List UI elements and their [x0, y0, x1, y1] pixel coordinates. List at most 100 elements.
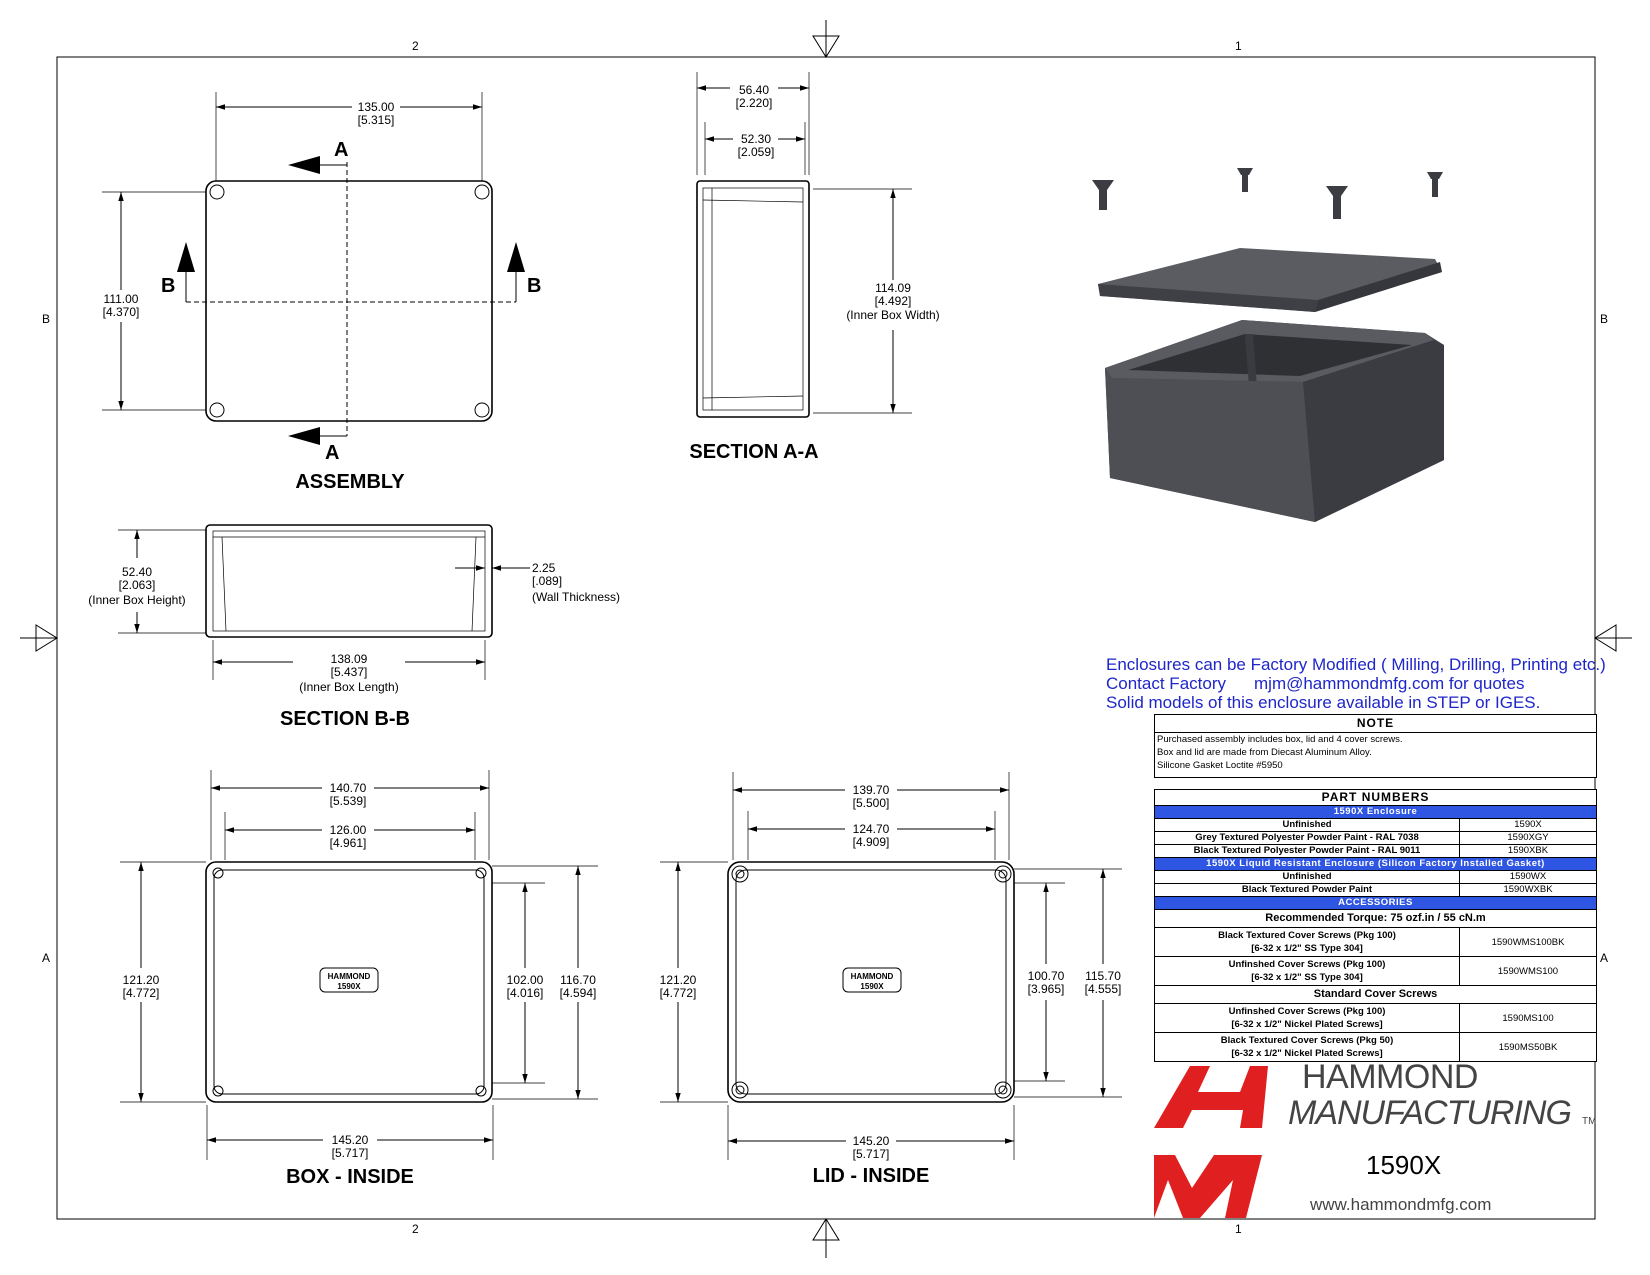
part-numbers-table: PART NUMBERS 1590X Enclosure Unfinished …	[1154, 789, 1597, 1062]
section-aa-view	[696, 72, 912, 418]
zone-label-bottom-2: 2	[412, 1222, 419, 1236]
lid-inside-h-in-in: [3.965]	[1028, 982, 1065, 996]
box-inside-title: BOX - INSIDE	[286, 1166, 414, 1188]
part-desc: Black Textured Cover Screws (Pkg 100)	[1218, 930, 1396, 941]
part-desc: Unfinished	[1155, 819, 1460, 831]
box-inside-w2-in: [4.961]	[330, 836, 367, 850]
part-number: 1590WX	[1509, 871, 1547, 882]
section-aa-inner-dim: 52.30	[741, 132, 771, 146]
section-aa-width-in: [4.492]	[875, 294, 912, 308]
assembly-width-dim: 135.00	[358, 100, 395, 114]
section-b-label-left: B	[161, 275, 175, 297]
section-aa-title: SECTION A-A	[689, 441, 818, 463]
part-desc: Grey Textured Polyester Powder Paint - R…	[1155, 832, 1460, 844]
accessories-header: ACCESSORIES	[1155, 897, 1596, 910]
zone-label-left-b: B	[42, 312, 50, 326]
section-aa-outer-in: [2.220]	[736, 96, 773, 110]
part-number: 1590WMS100BK	[1491, 936, 1565, 948]
table-row: Unfinshed Cover Screws (Pkg 100) [6-32 x …	[1155, 1004, 1596, 1033]
part-numbers-heading: PART NUMBERS	[1155, 790, 1596, 806]
screw-3	[1326, 186, 1348, 219]
section-aa-outer-dim: 56.40	[739, 83, 769, 97]
assembly-title: ASSEMBLY	[295, 471, 405, 493]
lid-inside-title: LID - INSIDE	[813, 1165, 930, 1187]
table-row: Unfinished 1590X	[1155, 819, 1596, 832]
model-number: 1590X	[1366, 1150, 1442, 1180]
lid-inside-view	[660, 772, 1122, 1160]
zone-label-bottom-1: 1	[1235, 1222, 1242, 1236]
lid-inside-h-left-in: [4.772]	[660, 986, 697, 1000]
part-spec: [6-32 x 1/2" Nickel Plated Screws]	[1231, 1019, 1383, 1030]
note-line-2: Box and lid are made from Diecast Alumin…	[1157, 747, 1372, 758]
box-inside-w1-dim: 140.70	[330, 781, 367, 795]
section-bb-length-note: (Inner Box Length)	[299, 680, 398, 694]
info-solid-models: Solid models of this enclosure available…	[1106, 693, 1540, 712]
lid-inside-bottom-in: [5.717]	[853, 1147, 890, 1161]
lid-inside-label-1: HAMMOND	[851, 972, 894, 981]
assembly-height-dim: 111.00	[104, 292, 139, 306]
part-desc: Black Textured Cover Screws (Pkg 50)	[1220, 1035, 1394, 1046]
section-b-label-right: B	[527, 275, 541, 297]
section-bb-title: SECTION B-B	[280, 708, 410, 730]
part-desc: Black Textured Polyester Powder Paint - …	[1155, 845, 1460, 857]
trademark-mark: TM	[1582, 1116, 1597, 1127]
box-inside-view	[120, 770, 598, 1160]
section-bb-length-in: [5.437]	[331, 665, 368, 679]
enclosure-header: 1590X Enclosure	[1155, 806, 1596, 819]
part-desc: Unfinshed Cover Screws (Pkg 100)	[1228, 959, 1386, 970]
part-spec: [6-32 x 1/2" Nickel Plated Screws]	[1231, 1048, 1383, 1059]
info-contact-factory: Contact Factory	[1106, 674, 1226, 693]
recommended-torque: Recommended Torque: 75 ozf.in / 55 cN.m	[1155, 910, 1596, 928]
section-aa-inner-in: [2.059]	[738, 145, 775, 159]
section-bb-length-dim: 138.09	[331, 652, 368, 666]
section-bb-height-note: (Inner Box Height)	[88, 593, 185, 607]
table-row: Unfinished 1590WX	[1155, 871, 1596, 884]
box-inside-w2-dim: 126.00	[330, 823, 367, 837]
lid-inside-h-out-dim: 115.70	[1085, 969, 1121, 983]
lid-inside-h-out-in: [4.555]	[1085, 982, 1122, 996]
website-link[interactable]: www.hammondmfg.com	[1310, 1195, 1492, 1214]
part-number: 1590MS50BK	[1498, 1041, 1558, 1053]
box-inside-bottom-in: [5.717]	[332, 1146, 369, 1160]
part-desc: Black Textured Powder Paint	[1155, 884, 1460, 896]
box-inside-h-in-dim: 102.00	[507, 973, 544, 987]
lid-inside-w1-dim: 139.70	[853, 783, 890, 797]
part-desc: Unfinshed Cover Screws (Pkg 100)	[1228, 1006, 1386, 1017]
note-line-3: Silicone Gasket Loctite #5950	[1157, 760, 1283, 771]
note-heading: NOTE	[1155, 715, 1596, 733]
section-bb-height-in: [2.063]	[119, 578, 156, 592]
standard-screws-header: Standard Cover Screws	[1155, 986, 1596, 1004]
lid-inside-h-in-dim: 100.70	[1028, 969, 1065, 983]
box-inside-w1-in: [5.539]	[330, 794, 367, 808]
box-inside-label-2: 1590X	[337, 982, 361, 991]
note-table: NOTE Purchased assembly includes box, li…	[1154, 714, 1597, 778]
part-number: 1590XBK	[1507, 845, 1549, 856]
exploded-3d-view	[1092, 168, 1444, 522]
section-bb-wall-note: (Wall Thickness)	[532, 590, 620, 604]
section-bb-height-dim: 52.40	[122, 565, 152, 579]
lid-inside-h-left-dim: 121.20	[660, 973, 697, 987]
section-bb-wall-in: [.089]	[532, 574, 562, 588]
lid-inside-bottom-dim: 145.20	[853, 1134, 890, 1148]
screw-1	[1092, 180, 1114, 210]
section-a-label-top: A	[334, 139, 348, 161]
centering-marks	[20, 20, 1632, 1258]
assembly-view	[102, 92, 525, 445]
table-row: Unfinshed Cover Screws (Pkg 100) [6-32 x …	[1155, 957, 1596, 986]
lid-inside-w2-dim: 124.70	[853, 822, 890, 836]
section-bb-wall-dim: 2.25	[532, 561, 556, 575]
assembly-width-in: [5.315]	[358, 113, 395, 127]
part-spec: [6-32 x 1/2" SS Type 304]	[1251, 972, 1363, 983]
section-bb-view	[118, 524, 530, 680]
brand-name-hammond: HAMMOND	[1302, 1058, 1478, 1096]
info-contact-email[interactable]: mjm@hammondmfg.com for quotes	[1254, 674, 1524, 693]
zone-label-right-b: B	[1600, 312, 1608, 326]
zone-label-top-2: 2	[412, 39, 419, 53]
assembly-height-in: [4.370]	[103, 305, 140, 319]
part-number: 1590WMS100	[1497, 965, 1559, 977]
hammond-logo	[1154, 1066, 1268, 1218]
box-inside-h-out-dim: 116.70	[560, 973, 596, 987]
part-number: 1590MS100	[1502, 1012, 1554, 1024]
table-row: Black Textured Powder Paint 1590WXBK	[1155, 884, 1596, 897]
